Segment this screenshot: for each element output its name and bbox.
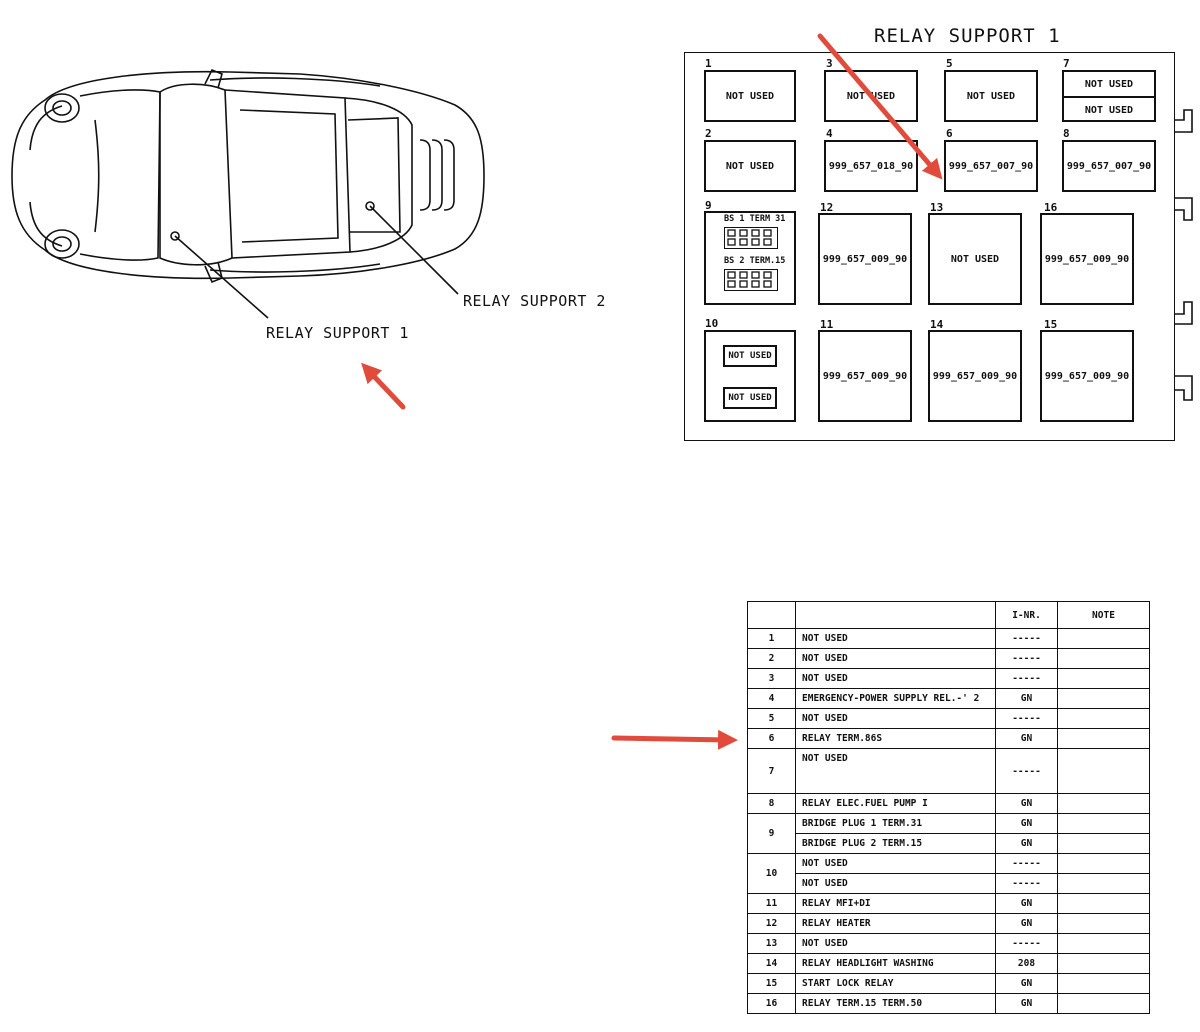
slot-number: 6 [946, 127, 953, 140]
relay-slot-8: 999_657_007_90 [1062, 140, 1156, 192]
slot-number: 11 [820, 318, 834, 331]
row-inr: ----- [995, 748, 1058, 794]
relay-slot-3: NOT USED [824, 70, 918, 122]
header-num [747, 601, 796, 629]
relay-slot-11: 999_657_009_90 [818, 330, 912, 422]
relay-slot-6: 999_657_007_90 [944, 140, 1038, 192]
slot-number: 12 [820, 201, 834, 214]
slot-number: 16 [1044, 201, 1058, 214]
panel-title: RELAY SUPPORT 1 [874, 25, 1061, 47]
row-desc: RELAY TERM.15 TERM.50 [795, 993, 996, 1014]
relay-slot-4: 999_657_018_90 [824, 140, 918, 192]
slot-10-lower: NOT USED [723, 387, 777, 409]
relay-slot-5: NOT USED [944, 70, 1038, 122]
slot-number: 5 [946, 57, 953, 70]
slot-number: 9 [705, 199, 712, 212]
bs2-label: BS 2 TERM.15 [724, 256, 786, 266]
bs1-label: BS 1 TERM 31 [724, 214, 786, 224]
slot-number: 8 [1063, 127, 1070, 140]
relay-slot-16: 999_657_009_90 [1040, 213, 1134, 305]
header-desc [795, 601, 996, 629]
slot-7-lower: NOT USED [1084, 104, 1134, 116]
row-note [1057, 748, 1150, 794]
slot-7-upper: NOT USED [1064, 72, 1154, 98]
relay-panel [684, 52, 1175, 441]
red-arrow-icon [817, 33, 943, 180]
relay-slot-12: 999_657_009_90 [818, 213, 912, 305]
red-arrow-icon [361, 362, 406, 410]
bridge-plug-2 [724, 269, 778, 291]
slot-number: 1 [705, 57, 712, 70]
slot-number: 15 [1044, 318, 1058, 331]
red-arrow-icon [611, 729, 738, 750]
relay-slot-9: BS 1 TERM 31 BS 2 TERM.15 [704, 211, 796, 305]
relay-slot-1: NOT USED [704, 70, 796, 122]
slot-10-upper: NOT USED [723, 345, 777, 367]
relay-support-2-label: RELAY SUPPORT 2 [463, 292, 606, 310]
slot-number: 7 [1063, 57, 1070, 70]
relay-support-1-label: RELAY SUPPORT 1 [266, 324, 409, 342]
panel-side-tabs [1174, 109, 1193, 401]
relay-slot-10: NOT USED NOT USED [704, 330, 796, 422]
bridge-plug-1 [724, 227, 778, 249]
slot-number: 13 [930, 201, 944, 214]
header-inr: I-NR. [995, 601, 1058, 629]
slot-number: 2 [705, 127, 712, 140]
table-header-row: I-NR. NOTE [747, 601, 1150, 629]
relay-slot-7: NOT USED NOT USED [1062, 70, 1156, 122]
slot-number: 3 [826, 57, 833, 70]
relay-slot-13: NOT USED [928, 213, 1022, 305]
relay-slot-14: 999_657_009_90 [928, 330, 1022, 422]
relay-slot-15: 999_657_009_90 [1040, 330, 1134, 422]
slot-number: 14 [930, 318, 944, 331]
car-top-view-icon [11, 68, 485, 319]
slot-number: 10 [705, 317, 719, 330]
row-note [1057, 993, 1150, 1014]
relay-slot-2: NOT USED [704, 140, 796, 192]
slot-number: 4 [826, 127, 833, 140]
